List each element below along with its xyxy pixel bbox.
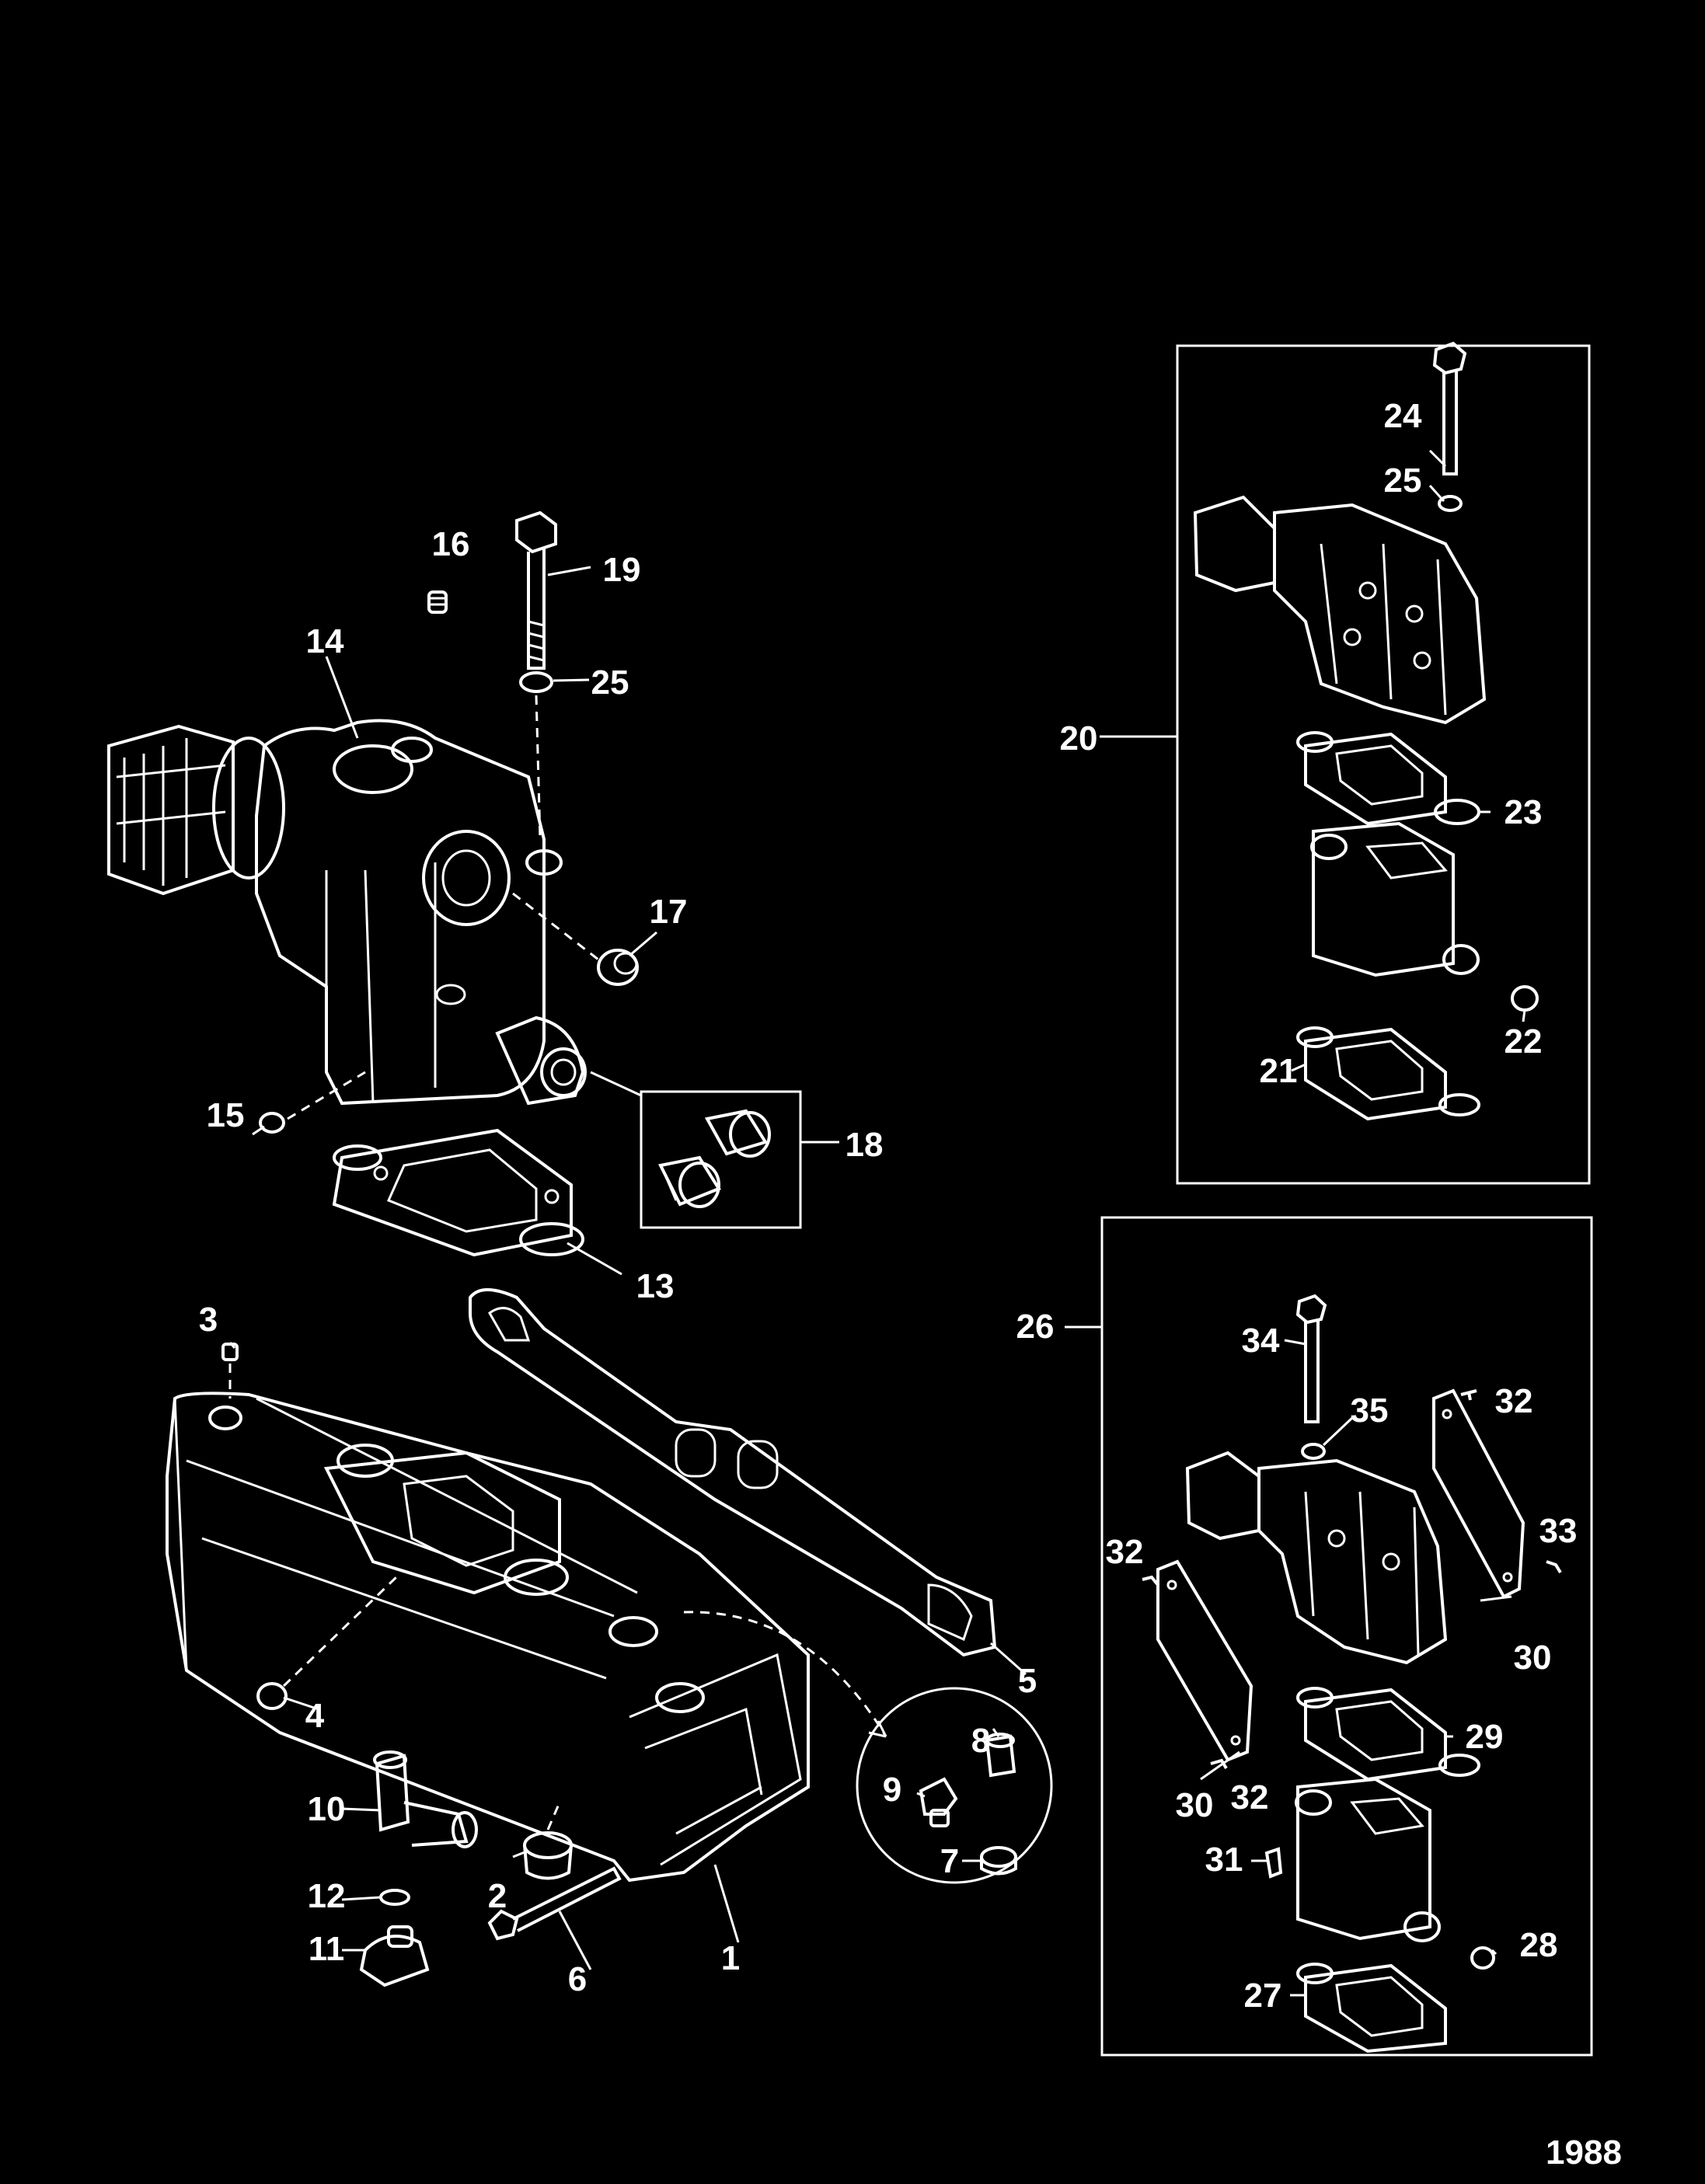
exhaust-elbow-drawing xyxy=(107,719,587,1106)
callout-7: 7 xyxy=(940,1842,959,1880)
callout-22: 22 xyxy=(1505,1022,1543,1061)
plug-17-drawing xyxy=(597,949,639,986)
fitting-10-drawing xyxy=(373,1750,478,1848)
callout-13: 13 xyxy=(636,1267,675,1305)
callout-23: 23 xyxy=(1505,793,1543,831)
callout-3: 3 xyxy=(199,1301,218,1339)
callout-20: 20 xyxy=(1060,719,1098,758)
callout-11: 11 xyxy=(309,1930,345,1968)
plug-kit-circle xyxy=(856,1687,1053,1884)
gasket-5-drawing xyxy=(469,1288,997,1657)
callout-32-mid: 32 xyxy=(1106,1533,1144,1571)
plug-16-drawing xyxy=(427,590,448,614)
callout-16: 16 xyxy=(432,525,470,563)
plug-3-drawing xyxy=(221,1343,239,1361)
callout-24: 24 xyxy=(1384,397,1422,435)
fittings-18-drawing xyxy=(658,1109,771,1208)
callout-35: 35 xyxy=(1351,1392,1389,1430)
callout-2: 2 xyxy=(488,1877,507,1915)
leader-lines xyxy=(228,449,1526,1997)
callout-34: 34 xyxy=(1242,1322,1280,1360)
callout-14: 14 xyxy=(306,622,344,660)
callout-1: 1 xyxy=(721,1939,740,1977)
callout-32-low: 32 xyxy=(1231,1778,1269,1817)
gasket-13-drawing xyxy=(332,1128,584,1257)
callout-4: 4 xyxy=(305,1697,325,1735)
callout-31: 31 xyxy=(1205,1841,1243,1879)
plugs-7-8-9-drawing xyxy=(919,1733,1017,1876)
callout-labels: 1 2 3 4 5 6 7 8 9 10 11 12 13 14 15 16 1… xyxy=(199,397,1622,2172)
fitting-kit-box-18 xyxy=(640,1090,802,1229)
bolt-6-drawing xyxy=(487,1866,622,1941)
callout-15: 15 xyxy=(207,1096,245,1134)
callout-19: 19 xyxy=(603,551,641,589)
plug-4-drawing xyxy=(256,1682,288,1710)
plug-15-drawing xyxy=(259,1112,285,1134)
callout-8: 8 xyxy=(971,1722,990,1760)
callout-32-top: 32 xyxy=(1495,1382,1533,1420)
callout-21: 21 xyxy=(1260,1052,1298,1090)
figure-number: 1988 xyxy=(1546,2133,1622,2172)
callout-25-kit: 25 xyxy=(1384,462,1422,500)
callout-10: 10 xyxy=(308,1790,346,1828)
callout-5: 5 xyxy=(1018,1662,1037,1700)
callout-33: 33 xyxy=(1539,1512,1578,1550)
callout-29: 29 xyxy=(1466,1718,1504,1756)
fitting-11-drawing xyxy=(359,1925,430,1987)
washer-25-drawing xyxy=(519,671,553,693)
elbow-kit-20-drawing xyxy=(1193,341,1539,1121)
o-ring-12-drawing xyxy=(379,1889,410,1906)
callout-30-left: 30 xyxy=(1176,1786,1214,1824)
bolt-19-drawing xyxy=(515,510,557,670)
callout-18: 18 xyxy=(846,1126,884,1164)
callout-12: 12 xyxy=(308,1877,346,1915)
plug-2-drawing xyxy=(523,1831,573,1880)
callout-25: 25 xyxy=(591,664,629,702)
callout-27: 27 xyxy=(1244,1977,1282,2015)
exhaust-manifold-drawing xyxy=(166,1392,810,1883)
callout-6: 6 xyxy=(568,1960,587,1998)
service-kit-box-26 xyxy=(1100,1216,1593,2057)
callout-28: 28 xyxy=(1520,1926,1558,1964)
callout-17: 17 xyxy=(650,893,688,931)
service-kit-box-20 xyxy=(1176,344,1591,1185)
elbow-kit-26-drawing xyxy=(1142,1294,1562,2053)
callout-9: 9 xyxy=(883,1771,901,1809)
callout-26: 26 xyxy=(1016,1308,1055,1346)
callout-30-right: 30 xyxy=(1514,1639,1552,1677)
